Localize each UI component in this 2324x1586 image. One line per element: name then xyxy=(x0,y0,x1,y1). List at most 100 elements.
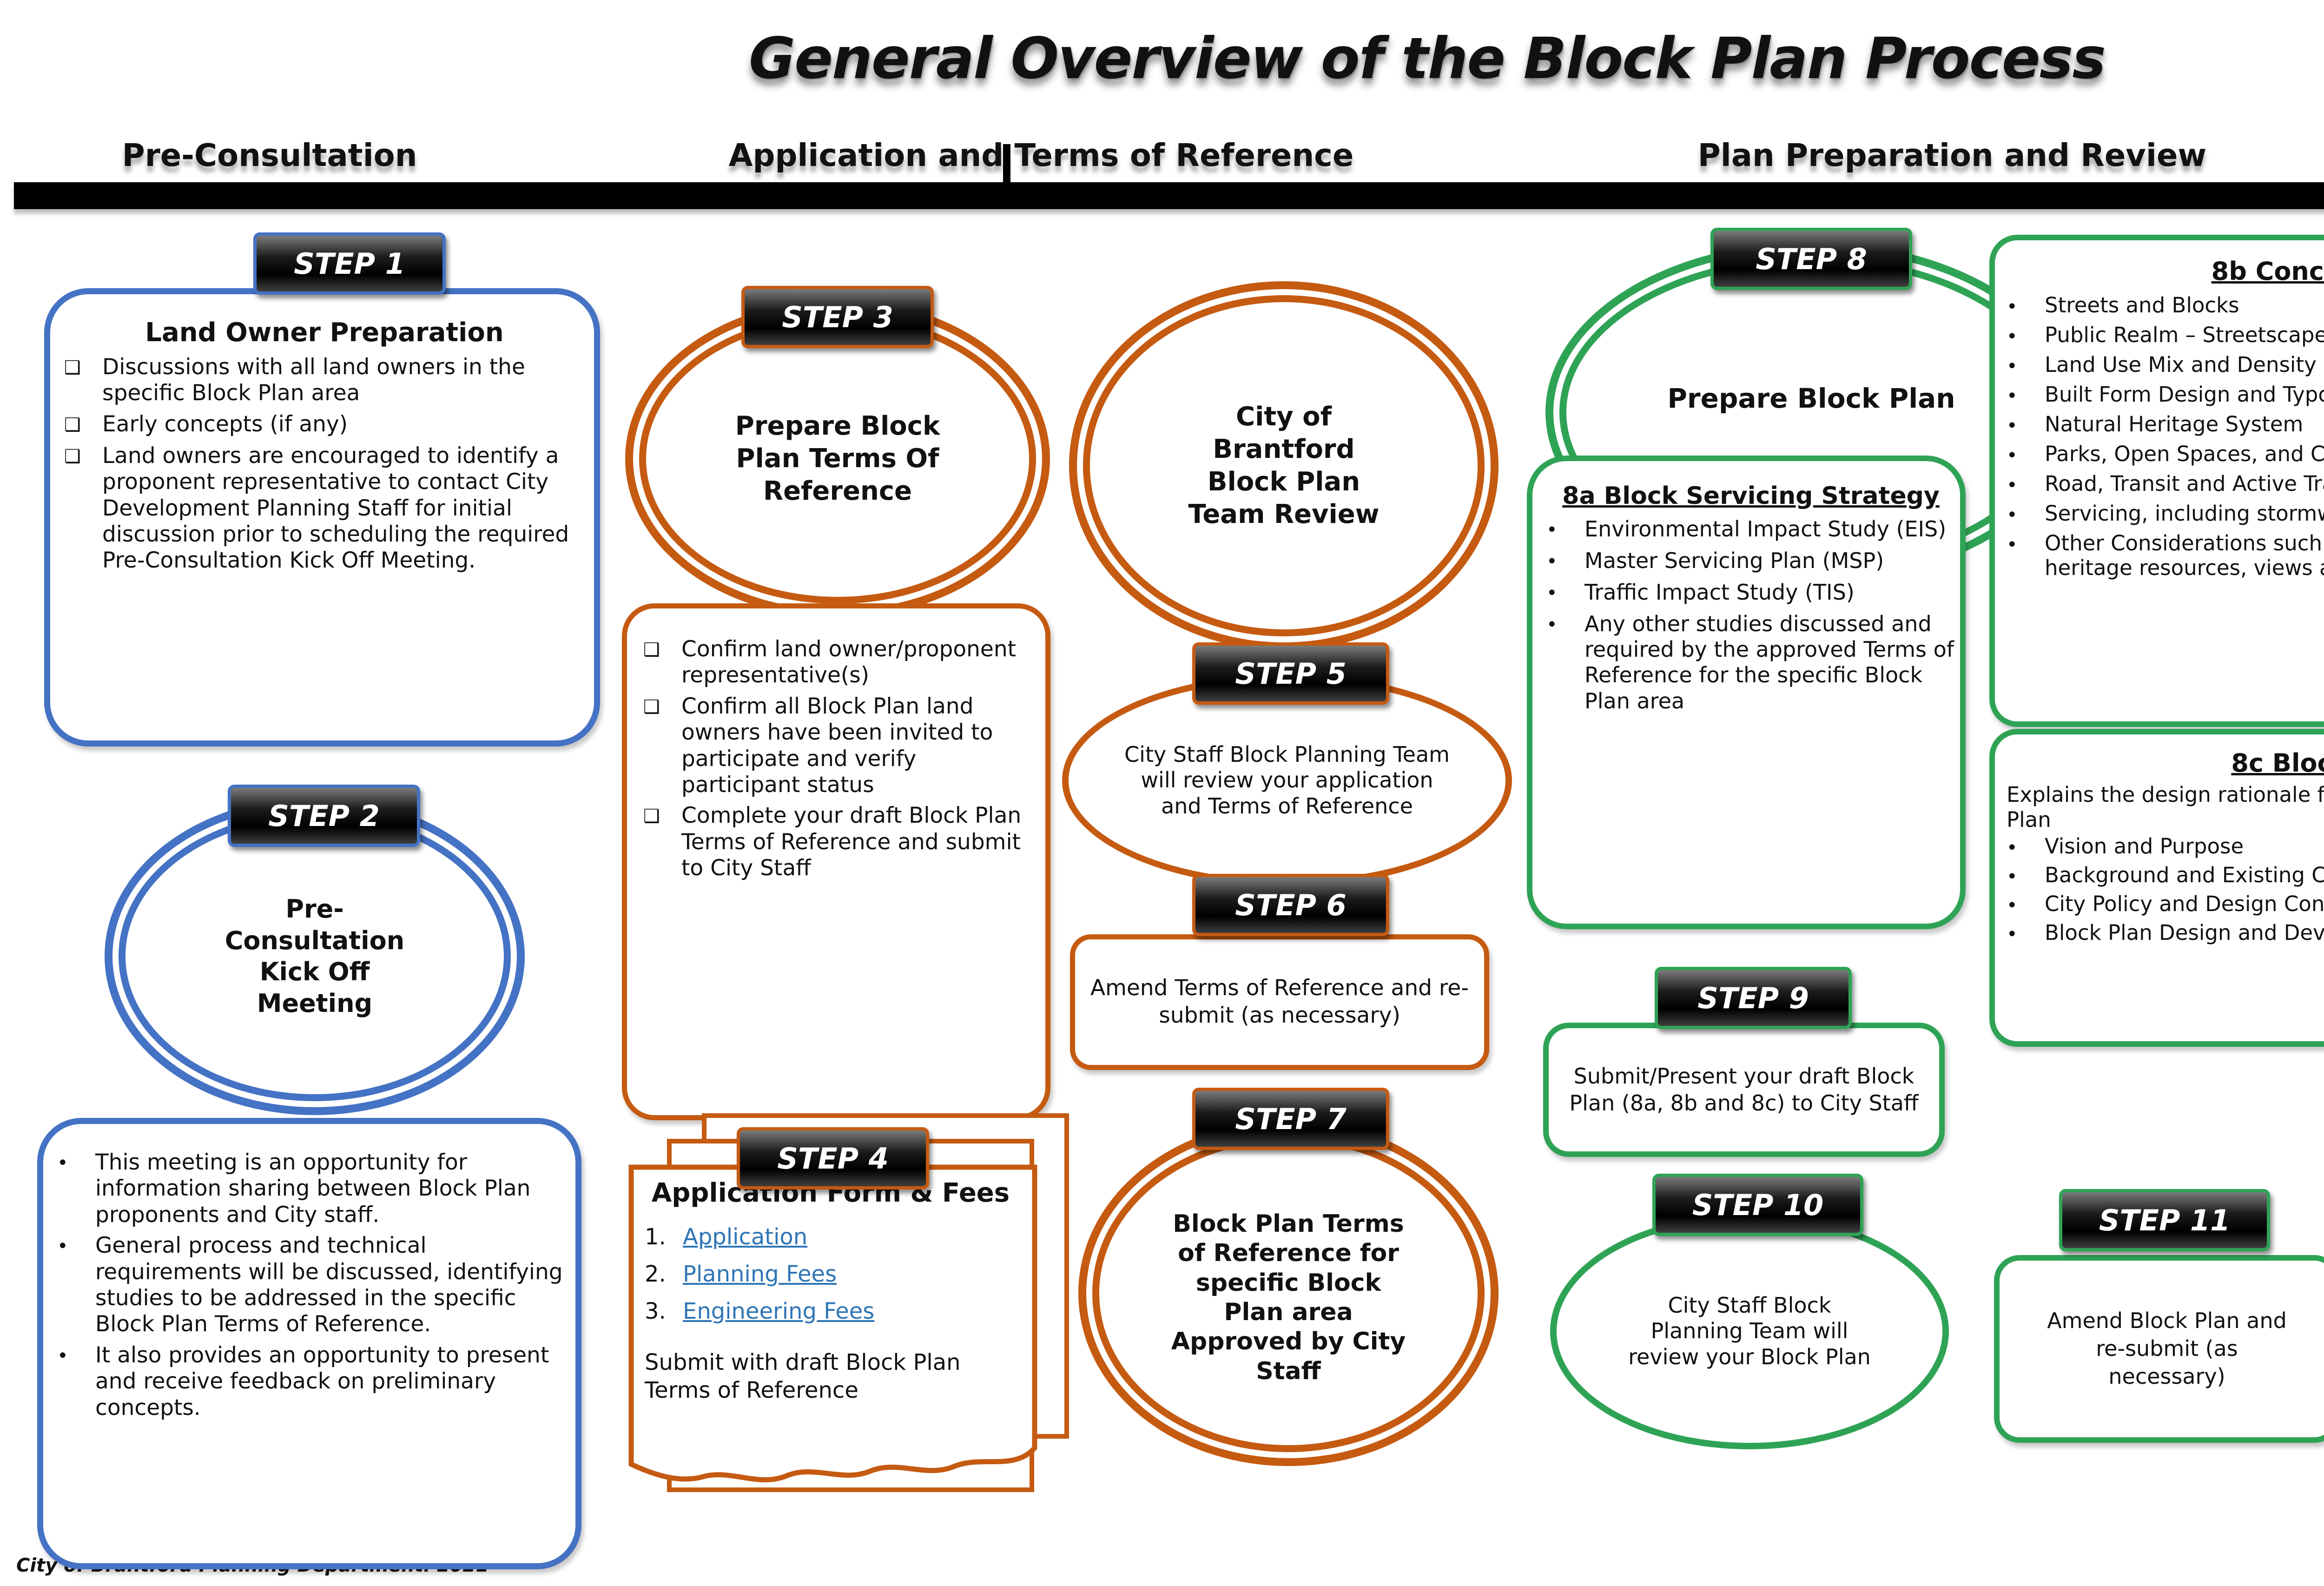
checkbox-icon: ❑ xyxy=(643,639,660,661)
checkbox-icon: ❑ xyxy=(64,357,81,378)
step3-item-text: Confirm all Block Plan land owners have … xyxy=(681,693,993,798)
step8b-item: • Parks, Open Spaces, and Community Uses xyxy=(2007,442,2324,469)
step2-badge: STEP 2 xyxy=(228,785,420,847)
step8a-item: • Master Servicing Plan (MSP) xyxy=(1546,548,1955,575)
page-title: General Overview of the Block Plan Proce… xyxy=(749,26,2106,92)
step8c-panel: 8c Block Plan Document Explains the desi… xyxy=(1989,729,2324,1047)
application-link[interactable]: Application xyxy=(683,1224,808,1250)
step8b-panel: 8b Conceptual Master Plan •Streets and B… xyxy=(1989,235,2324,727)
bullet-icon: • xyxy=(2007,445,2018,466)
bullet-icon: • xyxy=(2007,895,2018,916)
step3-circle-text: Prepare Block Plan Terms Of Reference xyxy=(735,411,940,506)
phase-header-plan-preparation: Plan Preparation and Review xyxy=(1697,137,2207,173)
step8a-item: • Environmental Impact Study (EIS) xyxy=(1546,516,1955,543)
step8c-item: •Background and Existing Conditions xyxy=(2007,863,2324,890)
step8a-item-text: Environmental Impact Study (EIS) xyxy=(1585,516,1947,542)
torn-paper-icon xyxy=(628,1164,1037,1482)
step9-badge: STEP 9 xyxy=(1655,967,1852,1029)
step3-item: ❑ Confirm land owner/proponent representa… xyxy=(643,636,1041,689)
step2-item: •General process and technical requireme… xyxy=(57,1233,566,1338)
step8a-panel: 8a Block Servicing Strategy •Environment… xyxy=(1527,456,1966,929)
timeline-phase-tick xyxy=(1003,144,1010,184)
step11-panel: Amend Block Plan and re-submit (as neces… xyxy=(1994,1255,2324,1443)
step1-item: ❑ Discussions with all land owners in the… xyxy=(64,354,585,407)
bullet-icon: • xyxy=(2007,296,2018,317)
step10-ellipse: City Staff Block Planning Team will revi… xyxy=(1550,1213,1949,1449)
checkbox-icon: ❑ xyxy=(643,696,660,718)
bullet-icon: • xyxy=(2007,866,2018,887)
bullet-icon: • xyxy=(1546,551,1558,572)
brantford-review-text: City of Brantford Block Plan Team Review xyxy=(1188,402,1380,529)
step8b-item-text: Road, Transit and Active Transportation … xyxy=(2045,471,2324,496)
step8b-item: •Streets and Blocks xyxy=(2007,293,2324,320)
bullet-icon: • xyxy=(2007,924,2018,945)
step10-text: City Staff Block Planning Team will revi… xyxy=(1628,1293,1871,1369)
step9-badge-label: STEP 9 xyxy=(1697,981,1809,1015)
step1-item-text: Land owners are encouraged to identify a… xyxy=(102,443,569,574)
step8-text: Prepare Block Plan xyxy=(1667,382,1955,414)
bullet-icon: • xyxy=(2007,534,2018,555)
step8b-item: •Road, Transit and Active Transportation… xyxy=(2007,471,2324,499)
step8b-title: 8b Conceptual Master Plan xyxy=(2211,257,2324,286)
step8b-item: • Other Considerations such as sustainabl… xyxy=(2007,531,2324,580)
step6-panel: Amend Terms of Reference and re-submit (… xyxy=(1070,934,1489,1070)
step8b-item-text: Parks, Open Spaces, and Community Uses xyxy=(2045,442,2324,466)
bullet-icon: • xyxy=(2007,504,2018,526)
step8b-item-text: Public Realm – Streetscape Design xyxy=(2045,323,2324,347)
step10-badge: STEP 10 xyxy=(1652,1174,1863,1236)
checkbox-icon: ❑ xyxy=(64,445,81,467)
planning-fees-link[interactable]: Planning Fees xyxy=(683,1261,837,1287)
step1-item: ❑ Land owners are encouraged to identify … xyxy=(64,443,585,574)
list-number: 1. xyxy=(645,1224,666,1250)
step4-link-row: 1. Application xyxy=(645,1221,1017,1254)
bullet-icon: • xyxy=(2007,837,2018,859)
list-number: 2. xyxy=(645,1261,666,1287)
step3-item-text: Confirm land owner/proponent representat… xyxy=(681,636,1017,688)
step8-badge: STEP 8 xyxy=(1710,228,1912,290)
step8b-item: • Built Form Design and Typology xyxy=(2007,382,2324,410)
step6-text: Amend Terms of Reference and re-submit (… xyxy=(1090,975,1469,1028)
bullet-icon: • xyxy=(1546,614,1558,635)
step1-panel: Land Owner Preparation ❑ Discussions with… xyxy=(44,288,600,747)
step2-item-text: This meeting is an opportunity for infor… xyxy=(95,1150,531,1228)
step6-badge-label: STEP 6 xyxy=(1235,888,1347,922)
list-number: 3. xyxy=(645,1298,666,1324)
step8c-intro: Explains the design rationale for all co… xyxy=(2007,782,2324,832)
step2-item-text: It also provides an opportunity to prese… xyxy=(95,1342,549,1421)
step5-badge-label: STEP 5 xyxy=(1235,656,1347,691)
engineering-fees-link[interactable]: Engineering Fees xyxy=(683,1298,875,1324)
step9-text: Submit/Present your draft Block Plan (8a… xyxy=(1569,1064,1919,1116)
step8a-item-text: Master Servicing Plan (MSP) xyxy=(1585,548,1884,573)
step1-item: ❑Early concepts (if any) xyxy=(64,411,585,438)
step8b-item-text: Natural Heritage System xyxy=(2045,412,2304,436)
step5-ellipse: City Staff Block Planning Team will revi… xyxy=(1062,674,1512,887)
bullet-icon: • xyxy=(57,1345,68,1367)
step8b-item-text: Built Form Design and Typology xyxy=(2045,382,2324,407)
step11-badge-label: STEP 11 xyxy=(2099,1203,2231,1237)
step8b-item: •Land Use Mix and Density Distribution xyxy=(2007,352,2324,380)
step1-badge: STEP 1 xyxy=(253,232,446,295)
step8a-item-text: Traffic Impact Study (TIS) xyxy=(1585,580,1855,605)
step3-circle: Prepare Block Plan Terms Of Reference xyxy=(625,300,1050,618)
step8c-item-text: Block Plan Design and Development Consid… xyxy=(2045,920,2324,945)
step3-item: ❑ Confirm all Block Plan land owners have… xyxy=(643,694,1041,799)
step2-circle-text: Pre-Consultation Kick Off Meeting xyxy=(224,894,405,1018)
step8b-item-text: Land Use Mix and Density Distribution xyxy=(2045,352,2324,377)
step7-text: Block Plan Terms of Reference for specif… xyxy=(1171,1209,1406,1385)
step11-badge: STEP 11 xyxy=(2059,1189,2270,1251)
step10-badge-label: STEP 10 xyxy=(1692,1188,1824,1222)
bullet-icon: • xyxy=(57,1152,68,1174)
step1-title: Land Owner Preparation xyxy=(145,317,504,348)
step2-item-text: General process and technical requiremen… xyxy=(95,1233,563,1337)
bullet-icon: • xyxy=(1546,519,1558,541)
bullet-icon: • xyxy=(2007,385,2018,407)
step7-badge: STEP 7 xyxy=(1192,1088,1389,1150)
step8b-item-text: Other Considerations such as sustainable… xyxy=(2045,531,2324,580)
step8c-item-text: Vision and Purpose xyxy=(2045,834,2244,859)
step2-badge-label: STEP 2 xyxy=(268,799,380,833)
step5-text: City Staff Block Planning Team will revi… xyxy=(1124,742,1450,819)
step9-panel: Submit/Present your draft Block Plan (8a… xyxy=(1543,1023,1945,1157)
step8c-item: • Block Plan Design and Development Consi… xyxy=(2007,920,2324,948)
step1-item-text: Discussions with all land owners in the … xyxy=(102,354,525,406)
